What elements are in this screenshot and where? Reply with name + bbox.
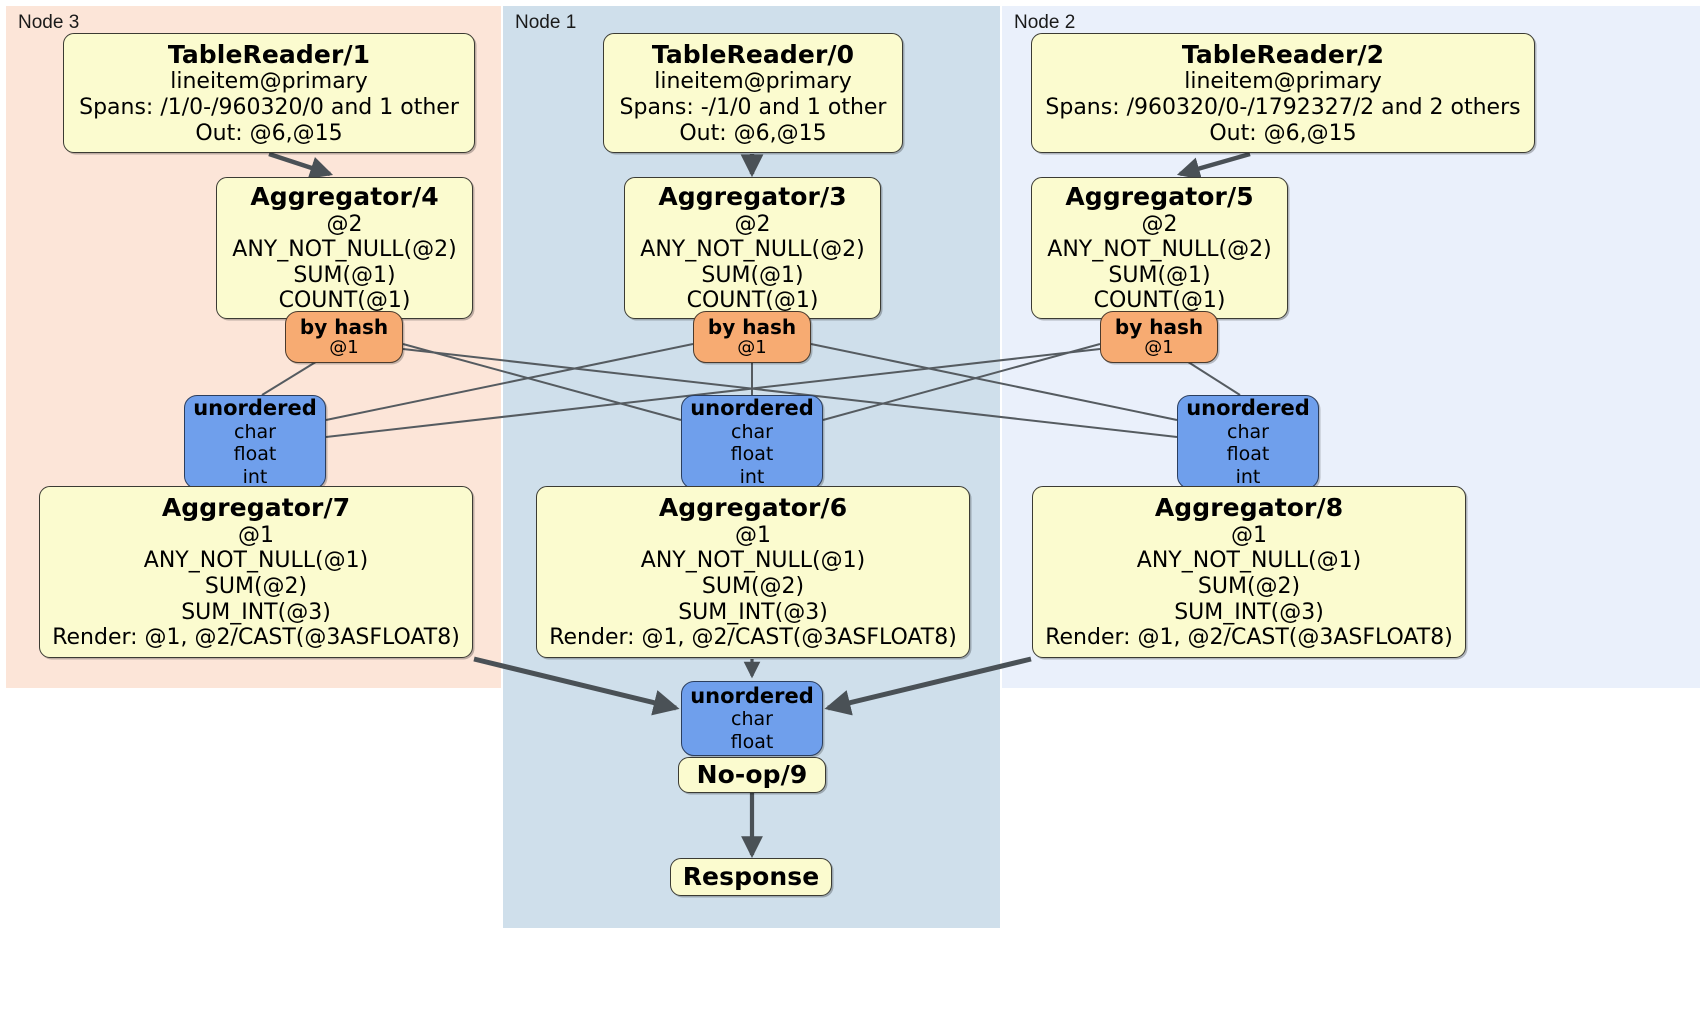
processor-tablereader0[interactable]: TableReader/0 lineitem@primary Spans: -/… bbox=[603, 33, 903, 153]
processor-tablereader1[interactable]: TableReader/1 lineitem@primary Spans: /1… bbox=[63, 33, 475, 153]
processor-line: @2 bbox=[1141, 211, 1178, 237]
processor-line: ANY_NOT_NULL(@2) bbox=[1047, 237, 1272, 263]
router-byhash-aggregator3[interactable]: by hash @1 bbox=[693, 311, 811, 363]
synchronizer-title: unordered bbox=[1186, 396, 1310, 420]
processor-line: @1 bbox=[1231, 522, 1267, 548]
processor-line: lineitem@primary bbox=[1184, 69, 1382, 95]
synchronizer-type: float bbox=[730, 730, 774, 753]
synchronizer-type: char bbox=[1227, 420, 1269, 443]
processor-line: SUM_INT(@3) bbox=[678, 599, 828, 625]
processor-line: ANY_NOT_NULL(@2) bbox=[640, 237, 865, 263]
processor-line: @2 bbox=[326, 211, 363, 237]
router-byhash-aggregator5[interactable]: by hash @1 bbox=[1100, 311, 1218, 363]
processor-title: Aggregator/8 bbox=[1154, 493, 1344, 523]
router-title: by hash bbox=[1114, 314, 1204, 339]
processor-line: SUM(@1) bbox=[701, 262, 804, 288]
processor-render-line: Render: @1, @2/CAST(@3ASFLOAT8) bbox=[52, 625, 460, 651]
processor-title: No-op/9 bbox=[696, 760, 808, 790]
processor-line: lineitem@primary bbox=[654, 69, 852, 95]
processor-title: TableReader/0 bbox=[651, 39, 855, 69]
processor-title: Aggregator/7 bbox=[161, 493, 351, 523]
synchronizer-type: char bbox=[731, 708, 773, 731]
processor-aggregator5[interactable]: Aggregator/5 @2 ANY_NOT_NULL(@2) SUM(@1)… bbox=[1031, 177, 1288, 319]
synchronizer-type: int bbox=[1235, 465, 1261, 488]
node-label-node2: Node 2 bbox=[1014, 12, 1076, 33]
node-label-node3: Node 3 bbox=[18, 12, 80, 33]
processor-line: SUM(@2) bbox=[701, 573, 805, 599]
processor-line: COUNT(@1) bbox=[1093, 288, 1226, 314]
router-column: @1 bbox=[737, 336, 767, 358]
processor-title: TableReader/2 bbox=[1181, 39, 1385, 69]
processor-line: @1 bbox=[735, 522, 771, 548]
processor-line: Spans: /960320/0-/1792327/2 and 2 others bbox=[1045, 94, 1521, 120]
synchronizer-type: char bbox=[731, 420, 773, 443]
processor-line: SUM_INT(@3) bbox=[181, 599, 331, 625]
processor-title: Aggregator/4 bbox=[250, 182, 439, 212]
synchronizer-type: float bbox=[1226, 443, 1270, 466]
processor-noop9[interactable]: No-op/9 bbox=[678, 757, 826, 793]
synchronizer-type: int bbox=[242, 465, 268, 488]
synchronizer-title: unordered bbox=[193, 396, 317, 420]
processor-line: ANY_NOT_NULL(@2) bbox=[232, 237, 457, 263]
synchronizer-type: char bbox=[234, 420, 276, 443]
node-label-node1: Node 1 bbox=[515, 12, 577, 33]
synchronizer-title: unordered bbox=[690, 683, 814, 708]
processor-line: ANY_NOT_NULL(@1) bbox=[143, 548, 369, 574]
processor-line: ANY_NOT_NULL(@1) bbox=[640, 548, 866, 574]
router-title: by hash bbox=[707, 314, 797, 339]
processor-line: SUM_INT(@3) bbox=[1174, 599, 1324, 625]
processor-response[interactable]: Response bbox=[670, 858, 832, 896]
processor-line: @1 bbox=[238, 522, 274, 548]
processor-title: Aggregator/6 bbox=[658, 493, 848, 523]
processor-title: Aggregator/3 bbox=[658, 182, 847, 212]
processor-aggregator7[interactable]: Aggregator/7 @1 ANY_NOT_NULL(@1) SUM(@2)… bbox=[39, 486, 473, 658]
synchronizer-type: float bbox=[233, 443, 277, 466]
synchronizer-unordered-aggregator8[interactable]: unordered char float int bbox=[1177, 395, 1319, 489]
router-column: @1 bbox=[1144, 336, 1174, 358]
processor-line: Out: @6,@15 bbox=[679, 120, 827, 146]
router-title: by hash bbox=[299, 314, 389, 339]
synchronizer-type: float bbox=[730, 443, 774, 466]
synchronizer-unordered-aggregator7[interactable]: unordered char float int bbox=[184, 395, 326, 489]
processor-aggregator4[interactable]: Aggregator/4 @2 ANY_NOT_NULL(@2) SUM(@1)… bbox=[216, 177, 473, 319]
processor-line: Out: @6,@15 bbox=[195, 120, 343, 146]
router-byhash-aggregator4[interactable]: by hash @1 bbox=[285, 311, 403, 363]
processor-title: Aggregator/5 bbox=[1065, 182, 1254, 212]
processor-line: Spans: -/1/0 and 1 other bbox=[619, 94, 887, 120]
synchronizer-type: int bbox=[739, 465, 765, 488]
processor-render-line: Render: @1, @2/CAST(@3ASFLOAT8) bbox=[549, 625, 957, 651]
processor-aggregator3[interactable]: Aggregator/3 @2 ANY_NOT_NULL(@2) SUM(@1)… bbox=[624, 177, 881, 319]
synchronizer-title: unordered bbox=[690, 396, 814, 420]
processor-line: COUNT(@1) bbox=[278, 288, 411, 314]
processor-line: SUM(@2) bbox=[204, 573, 308, 599]
processor-aggregator8[interactable]: Aggregator/8 @1 ANY_NOT_NULL(@1) SUM(@2)… bbox=[1032, 486, 1466, 658]
processor-render-line: Render: @1, @2/CAST(@3ASFLOAT8) bbox=[1045, 625, 1453, 651]
synchronizer-unordered-aggregator6[interactable]: unordered char float int bbox=[681, 395, 823, 489]
router-column: @1 bbox=[329, 336, 359, 358]
processor-tablereader2[interactable]: TableReader/2 lineitem@primary Spans: /9… bbox=[1031, 33, 1535, 153]
processor-line: COUNT(@1) bbox=[686, 288, 819, 314]
processor-title: TableReader/1 bbox=[167, 39, 371, 69]
processor-line: ANY_NOT_NULL(@1) bbox=[1136, 548, 1362, 574]
processor-line: Out: @6,@15 bbox=[1209, 120, 1357, 146]
processor-line: Spans: /1/0-/960320/0 and 1 other bbox=[79, 94, 459, 120]
processor-aggregator6[interactable]: Aggregator/6 @1 ANY_NOT_NULL(@1) SUM(@2)… bbox=[536, 486, 970, 658]
synchronizer-unordered-noop9[interactable]: unordered char float bbox=[681, 681, 823, 756]
processor-line: SUM(@2) bbox=[1197, 573, 1301, 599]
processor-title: Response bbox=[682, 862, 820, 892]
processor-line: lineitem@primary bbox=[170, 69, 368, 95]
processor-line: SUM(@1) bbox=[293, 262, 396, 288]
processor-line: @2 bbox=[734, 211, 771, 237]
processor-line: SUM(@1) bbox=[1108, 262, 1211, 288]
